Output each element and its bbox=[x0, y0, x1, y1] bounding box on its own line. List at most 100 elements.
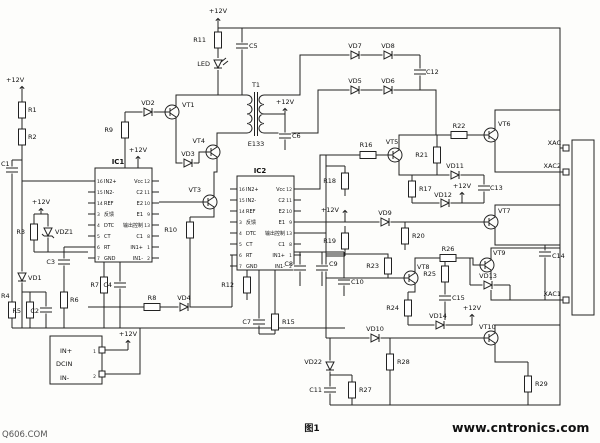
label-r9: R9 bbox=[104, 126, 113, 134]
label-r27: R27 bbox=[359, 386, 372, 394]
dcin-box bbox=[49, 335, 103, 385]
ic2-pin-name: E1 bbox=[279, 220, 285, 226]
capacitor-c5 bbox=[235, 42, 249, 50]
ic1-pin-num: 9 bbox=[147, 212, 150, 218]
resistor-r19 bbox=[341, 232, 349, 250]
resistor-r22 bbox=[450, 131, 468, 139]
ic1-pin-name: GND bbox=[104, 256, 116, 262]
label-vd4: VD4 bbox=[177, 294, 191, 302]
net-label-12v: +12V bbox=[119, 330, 138, 338]
label-c11: C11 bbox=[309, 386, 322, 394]
terminal-xac bbox=[562, 144, 570, 152]
ic1-pin-name: CT bbox=[104, 234, 111, 240]
dcin-pin1-terminal bbox=[98, 346, 106, 354]
ic1-pin-num: 13 bbox=[144, 223, 150, 229]
supply-arrow-icon bbox=[459, 191, 465, 199]
ic1-pin-num: 2 bbox=[147, 256, 150, 262]
ic1-pin-num: 8 bbox=[147, 234, 150, 240]
diode-vd12 bbox=[439, 197, 451, 209]
ic1-pin-num: 1 bbox=[147, 245, 150, 251]
ic2-pin-num: 15 bbox=[239, 198, 245, 204]
supply-arrow-icon bbox=[215, 17, 221, 25]
transistor-vt8 bbox=[403, 270, 419, 286]
resistor-r18 bbox=[341, 172, 349, 190]
ic2-pin-name: DTC bbox=[246, 231, 257, 237]
dcin-pin2-terminal bbox=[98, 370, 106, 378]
resistor-r1 bbox=[18, 101, 26, 119]
diode-vd1 bbox=[16, 271, 28, 283]
label-c8: C8 bbox=[284, 260, 293, 268]
ic1-pin-name: IN2+ bbox=[104, 179, 117, 185]
ic2-pin-name: C1 bbox=[278, 242, 285, 248]
label-vd12: VD12 bbox=[434, 191, 452, 199]
capacitor-c8 bbox=[293, 264, 307, 272]
ic2-pin-name: IN1- bbox=[275, 264, 285, 270]
label-r4: R4 bbox=[1, 292, 10, 300]
capacitor-c7 bbox=[252, 318, 266, 326]
label-r20: R20 bbox=[412, 232, 425, 240]
resistor-r3 bbox=[30, 223, 38, 241]
supply-arrow-icon bbox=[282, 107, 288, 115]
ic1-pin-num: 16 bbox=[97, 179, 103, 185]
label-c13: C13 bbox=[490, 184, 503, 192]
label-ic1: IC1 bbox=[112, 158, 125, 166]
label-r24: R24 bbox=[386, 304, 399, 312]
label-ic2: IC2 bbox=[254, 167, 267, 175]
ic1-pin-name: Vcc bbox=[134, 179, 143, 185]
net-label-12v: +12V bbox=[129, 146, 148, 154]
resistor-r20 bbox=[401, 227, 409, 245]
resistor-r27 bbox=[348, 381, 356, 399]
ic2-pin-name: Vcc bbox=[276, 187, 285, 193]
label-r6: R6 bbox=[70, 296, 79, 304]
label-xac2: XAC2 bbox=[544, 162, 561, 170]
diode-vd22 bbox=[324, 360, 336, 372]
diode-vd9 bbox=[379, 216, 391, 228]
resistor-r28 bbox=[386, 353, 394, 371]
supply-arrow-icon bbox=[19, 85, 25, 93]
label-led: LED bbox=[197, 60, 210, 68]
ic2-pin-name: C2 bbox=[278, 198, 285, 204]
label-dcin-pin2: 2 bbox=[93, 374, 96, 380]
label-vt4: VT4 bbox=[192, 137, 205, 145]
ic1-body bbox=[94, 167, 153, 263]
ic1-pin-name: C2 bbox=[136, 190, 143, 196]
label-r7: R7 bbox=[90, 281, 99, 289]
ic1-pin-name: C1 bbox=[136, 234, 143, 240]
label-r2: R2 bbox=[28, 133, 37, 141]
diode-vd13 bbox=[482, 279, 494, 291]
label-vt1: VT1 bbox=[182, 101, 195, 109]
net-label-12v: +12V bbox=[6, 76, 25, 84]
label-c15: C15 bbox=[452, 294, 465, 302]
label-t1: T1 bbox=[251, 81, 260, 89]
diode-vd8 bbox=[382, 49, 394, 61]
ic1-pin-name: DTC bbox=[104, 223, 115, 229]
supply-arrow-icon bbox=[135, 155, 141, 163]
ic1-pin-name: IN2- bbox=[104, 190, 114, 196]
resistor-r15 bbox=[271, 313, 279, 331]
ic2-pin-name: RT bbox=[246, 253, 253, 259]
capacitor-c11 bbox=[323, 386, 337, 394]
ic2-pin-name: GND bbox=[246, 264, 258, 270]
label-r1: R1 bbox=[28, 106, 37, 114]
transistor-vt5 bbox=[387, 147, 403, 163]
transistor-vt4 bbox=[205, 144, 221, 160]
ic1-pin-name: 反馈 bbox=[104, 211, 114, 218]
label-vt9: VT9 bbox=[493, 249, 506, 257]
capacitor-c3 bbox=[57, 258, 71, 266]
label-r15: R15 bbox=[282, 318, 295, 326]
label-c5: C5 bbox=[249, 42, 258, 50]
net-label-12v: +12V bbox=[463, 304, 482, 312]
label-vd7: VD7 bbox=[348, 42, 362, 50]
label-vd5: VD5 bbox=[348, 77, 362, 85]
resistor-r21 bbox=[433, 146, 441, 164]
label-dcin-pos: IN+ bbox=[60, 347, 72, 355]
label-r18: R18 bbox=[323, 177, 336, 185]
label-c6: C6 bbox=[292, 132, 301, 140]
label-vd22: VD22 bbox=[304, 358, 322, 366]
capacitor-c14 bbox=[538, 250, 552, 258]
watermark-right: www.cntronics.com bbox=[452, 420, 589, 435]
label-c14: C14 bbox=[552, 252, 565, 260]
ic1-pin-num: 6 bbox=[97, 245, 100, 251]
